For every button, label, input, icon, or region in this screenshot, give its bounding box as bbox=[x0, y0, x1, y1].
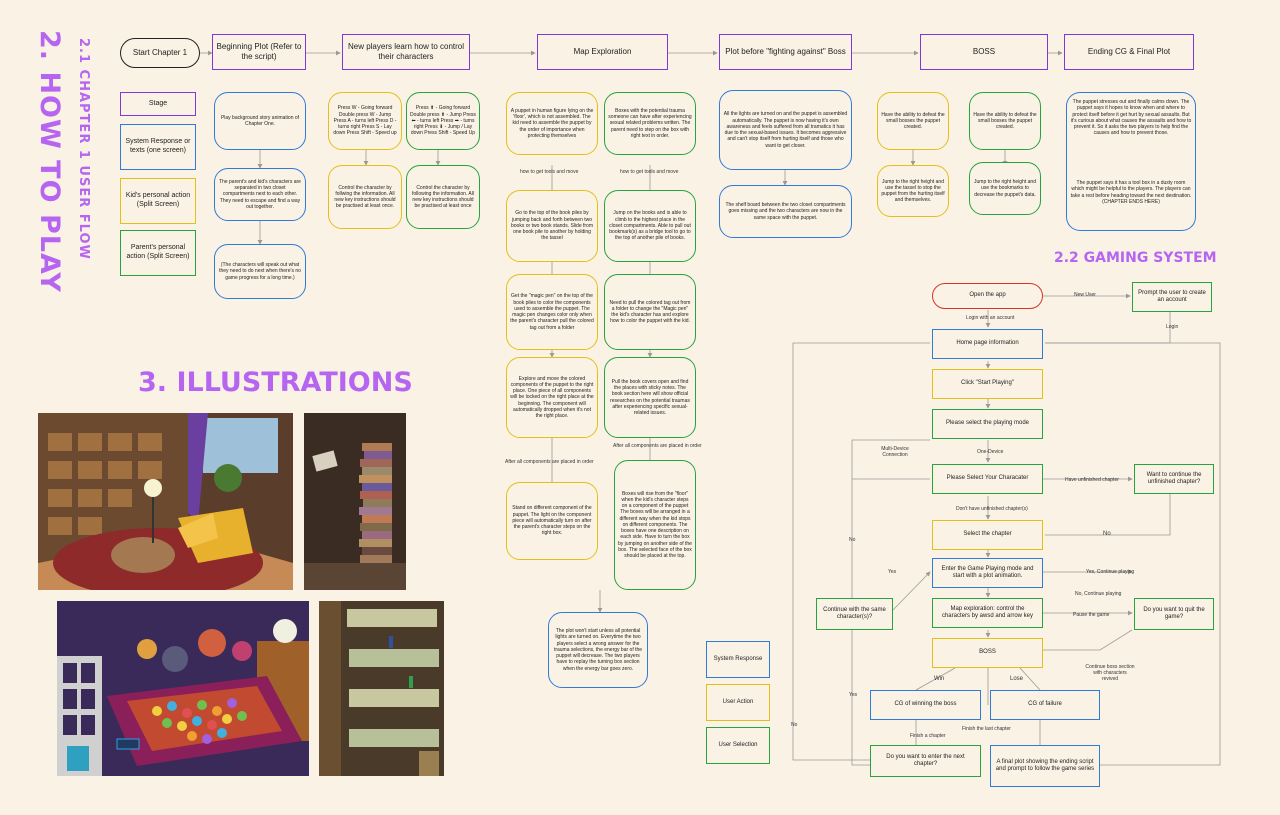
flow-bo2: Have the ability to defeat the small bos… bbox=[969, 92, 1041, 150]
enter-game-mode-node: Enter the Game Playing mode and start wi… bbox=[932, 558, 1043, 588]
flow-m3: Go to the top of the book piles by jumpi… bbox=[506, 190, 598, 262]
flow-p2: The shelf board between the two closet c… bbox=[719, 185, 852, 238]
flow-l1: Press W - Going forward Double press W -… bbox=[328, 92, 402, 150]
select-chapter-node: Select the chapter bbox=[932, 520, 1043, 550]
legend-parent: Parent's personal action (Split Screen) bbox=[120, 230, 196, 276]
label-yes-a: Yes bbox=[888, 569, 897, 575]
legend-system: System Response or texts (one screen) bbox=[120, 124, 196, 170]
label-finish-last: Finish the last chapter bbox=[962, 726, 1011, 732]
flow-p1: All the lights are turned on and the pup… bbox=[719, 90, 852, 170]
ending-header: Ending CG & Final Plot bbox=[1064, 34, 1194, 70]
select-character-node: Please Select Your Characater bbox=[932, 464, 1043, 494]
flow-b1: Play background story animation of Chapt… bbox=[214, 92, 306, 150]
label-lose: Lose bbox=[1010, 676, 1024, 682]
label-no-c: No bbox=[791, 722, 798, 728]
continue-same-node: Continue with the same character(s)? bbox=[816, 598, 893, 630]
flow-m4: Jump on the books and is able to climb t… bbox=[604, 190, 696, 262]
label-yes-continue: Yes, Continue playing bbox=[1086, 569, 1135, 575]
open-app-node: Open the app bbox=[932, 283, 1043, 309]
prompt-account-node: Prompt the user to create an account bbox=[1132, 282, 1212, 312]
illustration-living-room bbox=[38, 413, 293, 590]
flow-l3: Control the character by follwing the in… bbox=[328, 165, 402, 229]
how-to-play-title: 2. HOW TO PLAY bbox=[34, 30, 65, 293]
flow-m2: Boxes with the potential trauma someone … bbox=[604, 92, 696, 155]
map-exploration-header: Map Exploration bbox=[537, 34, 668, 70]
quit-game-node: Do you want to quit the game? bbox=[1134, 598, 1214, 630]
playing-mode-node: Please select the playing mode bbox=[932, 409, 1043, 439]
label-pause: Pause the game bbox=[1073, 612, 1110, 618]
illustration-ball-pit bbox=[57, 601, 309, 776]
continue-unfinished-node: Want to continue the unfinished chapter? bbox=[1134, 464, 1214, 494]
label-after2: After all components are placed in order bbox=[613, 443, 702, 449]
learn-controls-header: New players learn how to control their c… bbox=[342, 34, 470, 70]
label-after1: After all components are placed in order bbox=[505, 459, 594, 465]
flow-m11: The plot won't start unless all potentia… bbox=[548, 612, 648, 688]
label-one: One-Device bbox=[977, 449, 1004, 455]
legend-user-action: User Action bbox=[706, 684, 770, 721]
cg-win-node: CG of winning the boss bbox=[870, 690, 981, 720]
flow-e2: The puppet says it has a tool box in a d… bbox=[1066, 177, 1196, 231]
label-login: Login bbox=[1166, 324, 1179, 330]
gaming-system-title: 2.2 GAMING SYSTEM bbox=[1054, 250, 1217, 266]
label-new-user: New User bbox=[1074, 292, 1096, 298]
label-finish-chapter: Finish a chapter bbox=[910, 733, 946, 739]
boss-node: BOSS bbox=[932, 638, 1043, 668]
cg-fail-node: CG of failure bbox=[990, 690, 1100, 720]
home-node: Home page information bbox=[932, 329, 1043, 359]
flow-m8: Pull the book covers open and find the p… bbox=[604, 357, 696, 438]
flow-bo1: Have the ability to defeat the small bos… bbox=[877, 92, 949, 150]
flow-m5: Get the "magic pen" on the top of the bo… bbox=[506, 274, 598, 350]
boss-header: BOSS bbox=[920, 34, 1048, 70]
label-win: Win bbox=[934, 676, 945, 682]
flow-b2: The parent's and kid's characters are se… bbox=[214, 168, 306, 221]
label-login-acc: Login with an account bbox=[966, 315, 1015, 321]
legend-kid: Kid's personal action (Split Screen) bbox=[120, 178, 196, 224]
label-continue-boss: Continue boss section with characters re… bbox=[1085, 664, 1135, 682]
flow-m7: Explore and move the colored components … bbox=[506, 357, 598, 438]
flow-m6: Need to pull the colored tag out from a … bbox=[604, 274, 696, 350]
flow-bo3: Jump to the right height and use the tas… bbox=[877, 165, 949, 217]
illustration-shelves bbox=[319, 601, 444, 776]
final-plot-node: A final plot showing the ending script a… bbox=[990, 745, 1100, 787]
start-playing-node: Click "Start Playing" bbox=[932, 369, 1043, 399]
label-have-unfinished: Have unfinished chapter bbox=[1065, 477, 1119, 483]
legend-user-selection: User Selection bbox=[706, 727, 770, 764]
label-how2: how to get tools and move bbox=[620, 169, 679, 175]
label-no-continue: No, Continue playing bbox=[1075, 591, 1122, 597]
flow-m9: Stand on different component of the pupp… bbox=[506, 482, 598, 560]
user-flow-title: 2.1 CHAPTER 1 USER FLOW bbox=[76, 38, 91, 260]
illustrations-title: 3. ILLUSTRATIONS bbox=[138, 367, 413, 398]
flow-m10: Boxes will rise from the "floor" when th… bbox=[614, 460, 696, 590]
map-control-node: Map exploration: control the characters … bbox=[932, 598, 1043, 628]
illustration-book-stack bbox=[304, 413, 406, 590]
label-how1: how to get tools and move bbox=[520, 169, 579, 175]
flow-m1: A puppet in human figure lying on the 'f… bbox=[506, 92, 598, 155]
flow-l4: Control the character by following the i… bbox=[406, 165, 480, 229]
label-no-b: No bbox=[849, 537, 856, 543]
label-multi: Multi-Device Connection bbox=[881, 446, 909, 458]
start-chapter-box: Start Chapter 1 bbox=[120, 38, 200, 68]
flow-l2: Press ⬆ - Going forward Double press ⬆ -… bbox=[406, 92, 480, 150]
beginning-plot-header: Beginning Plot (Refer to the script) bbox=[212, 34, 306, 70]
legend-system-response: System Response bbox=[706, 641, 770, 678]
flow-e1: The puppet stresses out and finally calm… bbox=[1066, 92, 1196, 178]
plot-before-boss-header: Plot before "fighting against" Boss bbox=[719, 34, 852, 70]
label-dont-have: Don't have unfinished chapter(s) bbox=[956, 506, 1028, 512]
flow-bo4: Jump to the right height and use the boo… bbox=[969, 162, 1041, 215]
legend-stage: Stage bbox=[120, 92, 196, 116]
label-yes-b: Yes bbox=[849, 692, 858, 698]
flow-b3: (The characters will speak out what they… bbox=[214, 244, 306, 299]
label-no-a: No bbox=[1103, 531, 1111, 537]
next-chapter-node: Do you want to enter the next chapter? bbox=[870, 745, 981, 777]
